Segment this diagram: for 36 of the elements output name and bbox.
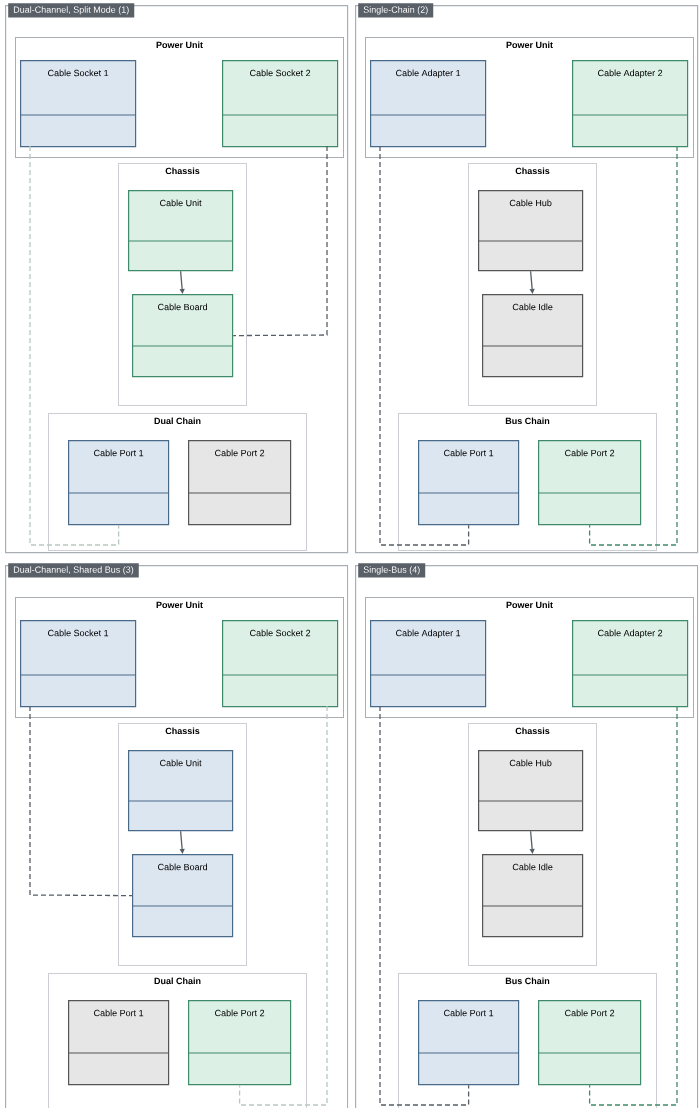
component-box: Cable Port 1 — [67, 440, 170, 526]
component-box: Cable Adapter 2 — [571, 620, 689, 708]
component-box: Cable Board — [131, 294, 234, 378]
component-box: Cable Unit — [127, 750, 234, 832]
connector — [238, 705, 328, 1106]
connector — [529, 270, 535, 294]
component-box: Cable Adapter 1 — [369, 620, 487, 708]
component-box: Cable Port 2 — [537, 1000, 642, 1086]
component-box: Cable Port 2 — [187, 440, 292, 526]
component-box: Cable Unit — [127, 190, 234, 272]
connector — [379, 705, 470, 1106]
component-box: Cable Port 1 — [417, 440, 520, 526]
component-box: Cable Port 1 — [417, 1000, 520, 1086]
component-box: Cable Port 2 — [537, 440, 642, 526]
connector — [588, 705, 678, 1106]
connector — [529, 830, 535, 854]
component-box: Cable Port 1 — [67, 1000, 170, 1086]
component-box: Cable Socket 2 — [221, 60, 339, 148]
connector — [588, 145, 678, 546]
component-box: Cable Adapter 1 — [369, 60, 487, 148]
connector — [379, 145, 470, 546]
connector — [232, 145, 328, 337]
connector — [179, 830, 185, 854]
connector — [29, 145, 120, 546]
component-box: Cable Hub — [477, 190, 584, 272]
connector — [29, 705, 133, 897]
component-box: Cable Idle — [481, 294, 584, 378]
connector — [179, 270, 185, 294]
component-box: Cable Board — [131, 854, 234, 938]
component-box: Cable Hub — [477, 750, 584, 832]
component-box: Cable Adapter 2 — [571, 60, 689, 148]
component-box: Cable Socket 2 — [221, 620, 339, 708]
component-box: Cable Port 2 — [187, 1000, 292, 1086]
component-box: Cable Socket 1 — [19, 620, 137, 708]
component-box: Cable Socket 1 — [19, 60, 137, 148]
component-box: Cable Idle — [481, 854, 584, 938]
